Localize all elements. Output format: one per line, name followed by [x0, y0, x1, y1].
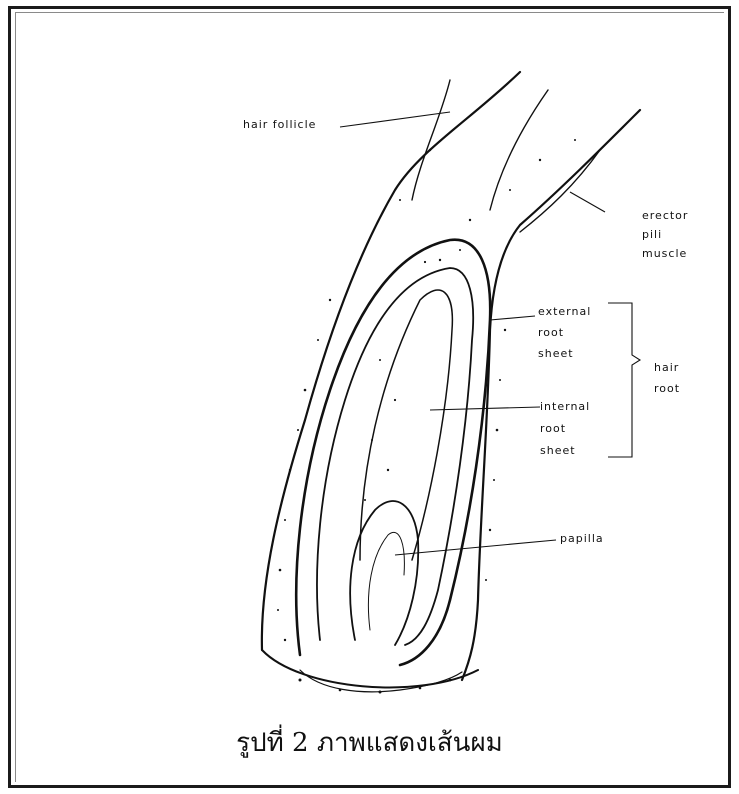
leader-papilla: [395, 540, 556, 555]
label-external-line1: external: [538, 305, 591, 318]
label-erector-line2: pili: [642, 228, 662, 241]
hair-root-brace: [608, 303, 640, 457]
label-external-line3: sheet: [538, 347, 574, 360]
label-internal-line1: internal: [540, 400, 590, 413]
leader-hair-follicle: [340, 112, 450, 127]
label-hair-root-line2: root: [654, 382, 680, 395]
label-internal-line3: sheet: [540, 444, 576, 457]
follicle-stalk-mid: [490, 90, 548, 210]
label-external-line2: root: [538, 326, 564, 339]
leader-erector: [570, 192, 605, 212]
internal-sheath: [317, 268, 473, 645]
label-hair-follicle: hair follicle: [243, 118, 316, 131]
follicle-outline-left: [262, 72, 520, 650]
figure-caption: รูปที่ 2 ภาพแสดงเส้นผม: [0, 722, 739, 763]
leader-external: [490, 316, 535, 320]
follicle-stalk-left: [412, 80, 450, 200]
papilla-shape: [350, 501, 418, 645]
leader-internal: [430, 407, 540, 410]
label-erector-line1: erector: [642, 209, 688, 222]
label-hair-root-line1: hair: [654, 361, 679, 374]
label-internal-line2: root: [540, 422, 566, 435]
follicle-outline-right: [462, 110, 640, 680]
follicle-base: [262, 650, 478, 687]
label-erector-line3: muscle: [642, 247, 687, 260]
label-papilla: papilla: [560, 532, 604, 545]
papilla-inner: [368, 532, 404, 630]
